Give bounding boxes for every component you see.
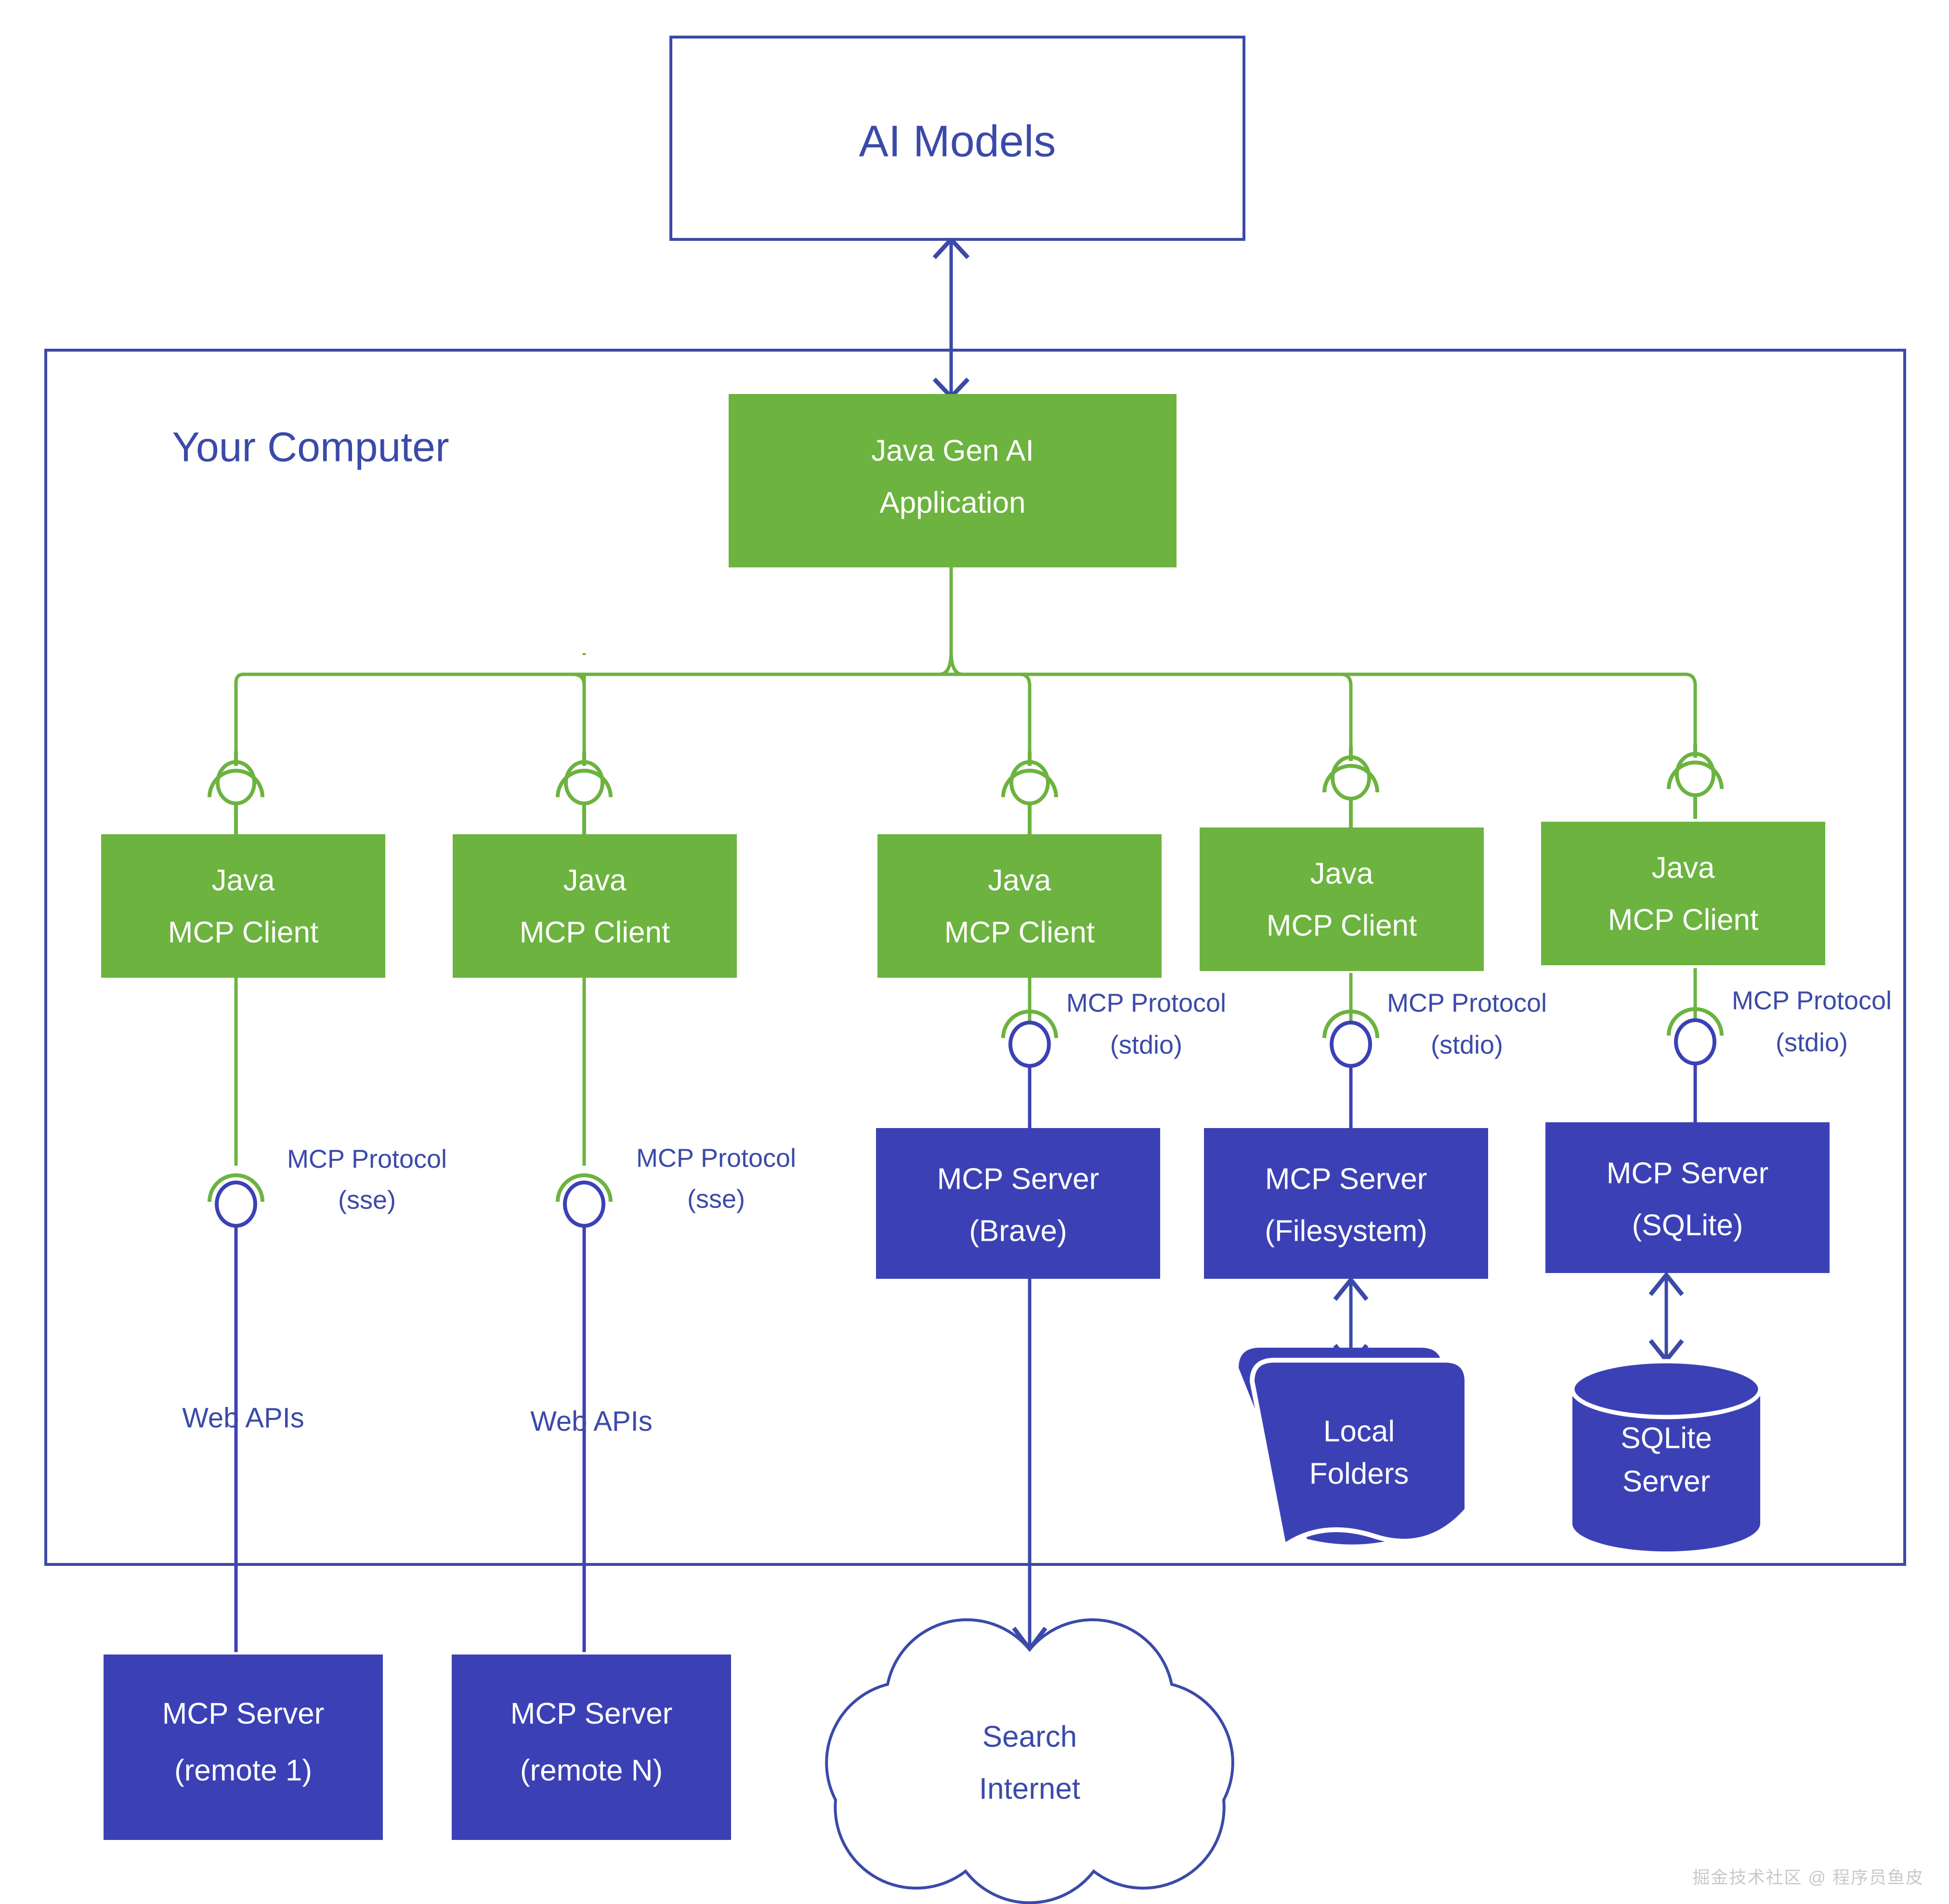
protocol-2-line1: MCP Protocol xyxy=(636,1143,796,1172)
client-5-line2: MCP Client xyxy=(1608,903,1758,936)
label-web-apis-2: Web APIs xyxy=(530,1405,653,1437)
node-java-mcp-client-3[interactable]: Java MCP Client xyxy=(877,834,1162,978)
socket-connector-sse-2 xyxy=(556,1173,613,1652)
node-java-mcp-client-2[interactable]: Java MCP Client xyxy=(453,834,737,978)
node-ai-models[interactable]: AI Models xyxy=(669,36,1245,241)
local-folders-line2: Folders xyxy=(1309,1457,1409,1490)
remote-n-line1: MCP Server xyxy=(510,1697,673,1730)
protocol-5-line1: MCP Protocol xyxy=(1732,986,1892,1015)
socket-connector-stdio-3 xyxy=(1667,1007,1724,1127)
client-5-line1: Java xyxy=(1652,851,1715,884)
node-java-mcp-client-5[interactable]: Java MCP Client xyxy=(1541,822,1825,965)
watermark: 掘金技术社区 @ 程序员鱼皮 xyxy=(1692,1867,1924,1887)
remote-n-line2: (remote N) xyxy=(520,1754,663,1787)
your-computer-boundary xyxy=(44,349,1906,1566)
protocol-4-line2: (stdio) xyxy=(1431,1030,1503,1059)
node-java-mcp-client-4[interactable]: Java MCP Client xyxy=(1200,827,1484,971)
client-2-line2: MCP Client xyxy=(520,916,670,949)
connector-app-to-clients-bus xyxy=(234,566,1697,751)
node-mcp-server-sqlite[interactable]: MCP Server (SQLite) xyxy=(1545,1122,1830,1273)
node-sqlite-database[interactable]: SQLite Server xyxy=(1570,1359,1763,1551)
sqlite-db-line2: Server xyxy=(1622,1465,1711,1498)
label-mcp-protocol-stdio-2: MCP Protocol (stdio) xyxy=(1387,988,1547,1059)
app-label-line1: Java Gen AI xyxy=(871,434,1034,467)
server-sqlite-line2: (SQLite) xyxy=(1632,1208,1743,1242)
socket-connector-sse-1 xyxy=(208,1173,264,1652)
client-4-line2: MCP Client xyxy=(1267,909,1417,942)
label-mcp-protocol-sse-1: MCP Protocol (sse) xyxy=(287,1144,447,1214)
local-folders-line1: Local xyxy=(1323,1415,1395,1448)
cloud-line2: Internet xyxy=(979,1772,1080,1805)
sqlite-db-line1: SQLite xyxy=(1621,1421,1712,1455)
server-brave-line1: MCP Server xyxy=(937,1162,1099,1195)
protocol-2-line2: (sse) xyxy=(687,1184,745,1213)
server-brave-line2: (Brave) xyxy=(969,1214,1067,1247)
node-mcp-server-remote-n[interactable]: MCP Server (remote N) xyxy=(452,1655,731,1840)
connector-sqlite-to-database xyxy=(1648,1271,1684,1364)
node-local-folders[interactable]: Local Folders xyxy=(1239,1348,1469,1550)
server-filesystem-line2: (Filesystem) xyxy=(1265,1214,1427,1247)
protocol-3-line2: (stdio) xyxy=(1110,1030,1182,1059)
node-search-internet-cloud[interactable]: Search Internet xyxy=(825,1618,1234,1904)
socket-connector-group-top xyxy=(208,744,1724,848)
protocol-1-line2: (sse) xyxy=(338,1185,396,1214)
server-filesystem-line1: MCP Server xyxy=(1265,1162,1427,1195)
client-3-line1: Java xyxy=(988,864,1051,897)
socket-connector-stdio-1 xyxy=(1001,1010,1058,1129)
label-web-apis-1: Web APIs xyxy=(182,1402,304,1433)
label-mcp-protocol-stdio-1: MCP Protocol (stdio) xyxy=(1066,988,1226,1059)
remote-1-line1: MCP Server xyxy=(162,1697,325,1730)
server-sqlite-line1: MCP Server xyxy=(1607,1156,1769,1190)
client-1-line2: MCP Client xyxy=(168,916,318,949)
protocol-5-line2: (stdio) xyxy=(1776,1028,1848,1057)
node-mcp-server-filesystem[interactable]: MCP Server (Filesystem) xyxy=(1204,1128,1488,1279)
protocol-3-line1: MCP Protocol xyxy=(1066,988,1226,1017)
node-java-mcp-client-1[interactable]: Java MCP Client xyxy=(101,834,385,978)
protocol-4-line1: MCP Protocol xyxy=(1387,988,1547,1017)
client-3-line2: MCP Client xyxy=(944,916,1095,949)
label-mcp-protocol-stdio-3: MCP Protocol (stdio) xyxy=(1732,986,1892,1057)
remote-1-line2: (remote 1) xyxy=(174,1754,312,1787)
connector-client-stems-green xyxy=(234,968,1697,1166)
app-label-line2: Application xyxy=(879,486,1025,519)
ai-models-label: AI Models xyxy=(859,117,1056,166)
protocol-1-line1: MCP Protocol xyxy=(287,1144,447,1173)
label-mcp-protocol-sse-2: MCP Protocol (sse) xyxy=(636,1143,796,1213)
client-4-line1: Java xyxy=(1310,857,1373,890)
client-2-line1: Java xyxy=(563,864,627,897)
node-java-gen-ai-application[interactable]: Java Gen AI Application xyxy=(729,394,1177,567)
connector-ai-models-to-app xyxy=(932,236,970,400)
connector-brave-to-internet xyxy=(1012,1279,1047,1653)
socket-connector-stdio-2 xyxy=(1322,1010,1379,1129)
node-mcp-server-brave[interactable]: MCP Server (Brave) xyxy=(876,1128,1160,1279)
your-computer-label: Your Computer xyxy=(172,424,449,471)
cloud-line1: Search xyxy=(982,1720,1077,1753)
client-1-line1: Java xyxy=(212,864,275,897)
node-mcp-server-remote-1[interactable]: MCP Server (remote 1) xyxy=(104,1655,383,1840)
